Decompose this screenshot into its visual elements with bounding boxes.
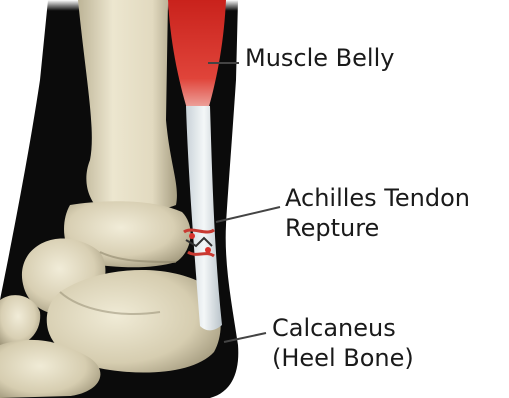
calcaneus-label: Calcaneus (Heel Bone)	[272, 313, 414, 373]
muscle-belly-text: Muscle Belly	[245, 43, 394, 73]
tibia-bone	[78, 0, 177, 210]
tendon-rupture-label: Achilles Tendon Repture	[285, 183, 470, 243]
rupture-line-1: Achilles Tendon	[285, 183, 470, 213]
rupture-line-2: Repture	[285, 213, 470, 243]
calcaneus-line-2: (Heel Bone)	[272, 343, 414, 373]
muscle-belly-label: Muscle Belly	[245, 43, 394, 73]
calcaneus-line-1: Calcaneus	[272, 313, 414, 343]
